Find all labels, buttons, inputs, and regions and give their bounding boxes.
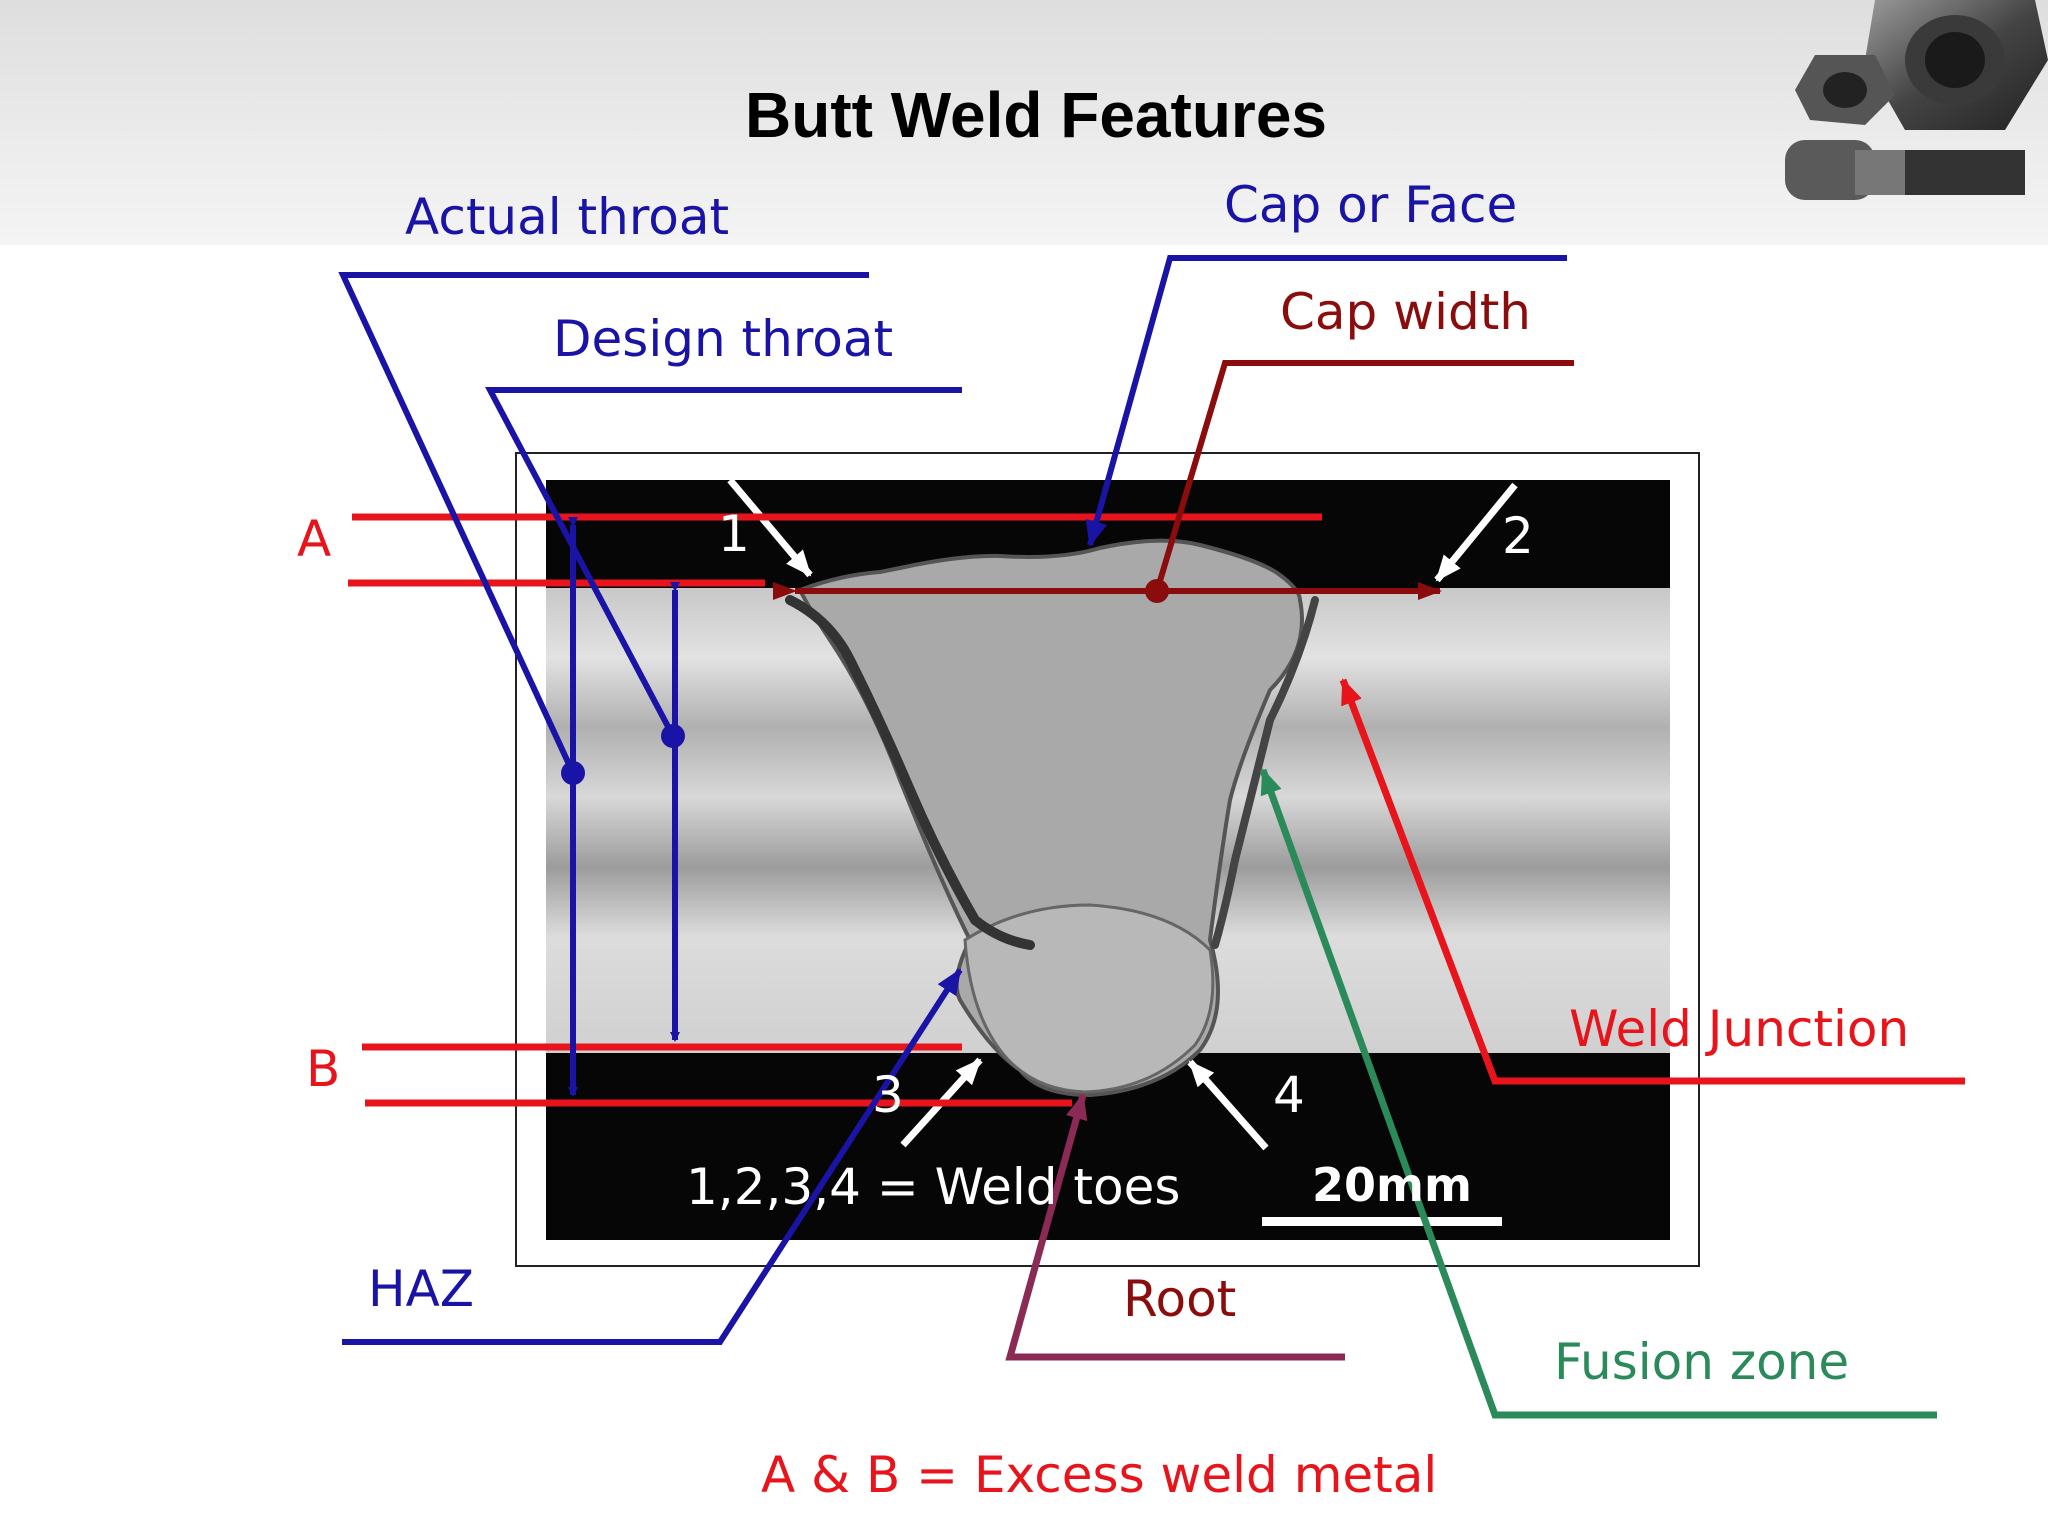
cap-or-face-label: Cap or Face bbox=[1224, 176, 1518, 234]
page-title: Butt Weld Features bbox=[745, 79, 1327, 151]
nuts-and-bolt-image bbox=[1785, 0, 2048, 200]
fusion-line-left bbox=[785, 595, 1035, 950]
toe-arrow-2 bbox=[1434, 482, 1518, 583]
haz-label: HAZ bbox=[368, 1260, 475, 1318]
toe-1-label: 1 bbox=[718, 505, 750, 563]
toe-2-label: 2 bbox=[1502, 507, 1534, 565]
root-bead bbox=[963, 903, 1215, 1094]
design-throat-label: Design throat bbox=[553, 310, 894, 368]
fusion-zone-leader bbox=[1259, 768, 1937, 1419]
toe-arrow-4 bbox=[1187, 1059, 1269, 1151]
weld-toes-caption: 1,2,3,4 = Weld toes bbox=[686, 1158, 1181, 1216]
root-leader bbox=[1005, 1093, 1345, 1361]
actual-throat-label: Actual throat bbox=[405, 188, 730, 246]
fusion-line-right bbox=[1211, 596, 1319, 949]
haz-leader bbox=[342, 968, 963, 1345]
slide-header bbox=[0, 0, 2048, 245]
toe-3-label: 3 bbox=[872, 1066, 904, 1124]
weld-junction-leader bbox=[1339, 678, 1965, 1085]
design-throat-leader bbox=[485, 387, 962, 738]
scale-bar bbox=[1262, 1217, 1502, 1226]
excess-weld-metal-label: A & B = Excess weld metal bbox=[761, 1446, 1438, 1504]
cap-width-label: Cap width bbox=[1280, 283, 1532, 341]
b-label: B bbox=[306, 1040, 341, 1098]
toe-arrow-1 bbox=[727, 477, 813, 578]
weld-junction-label: Weld Junction bbox=[1569, 1000, 1910, 1058]
a-label: A bbox=[297, 510, 332, 568]
root-label: Root bbox=[1123, 1270, 1237, 1328]
cap-width-leader bbox=[1154, 360, 1574, 592]
cap-or-face-leader bbox=[1085, 255, 1567, 547]
fusion-zone-label: Fusion zone bbox=[1554, 1333, 1850, 1391]
actual-throat-leader bbox=[338, 272, 869, 775]
toe-4-label: 4 bbox=[1273, 1066, 1305, 1124]
cap-width-dot bbox=[1145, 579, 1169, 603]
scale-label: 20mm bbox=[1312, 1158, 1472, 1212]
